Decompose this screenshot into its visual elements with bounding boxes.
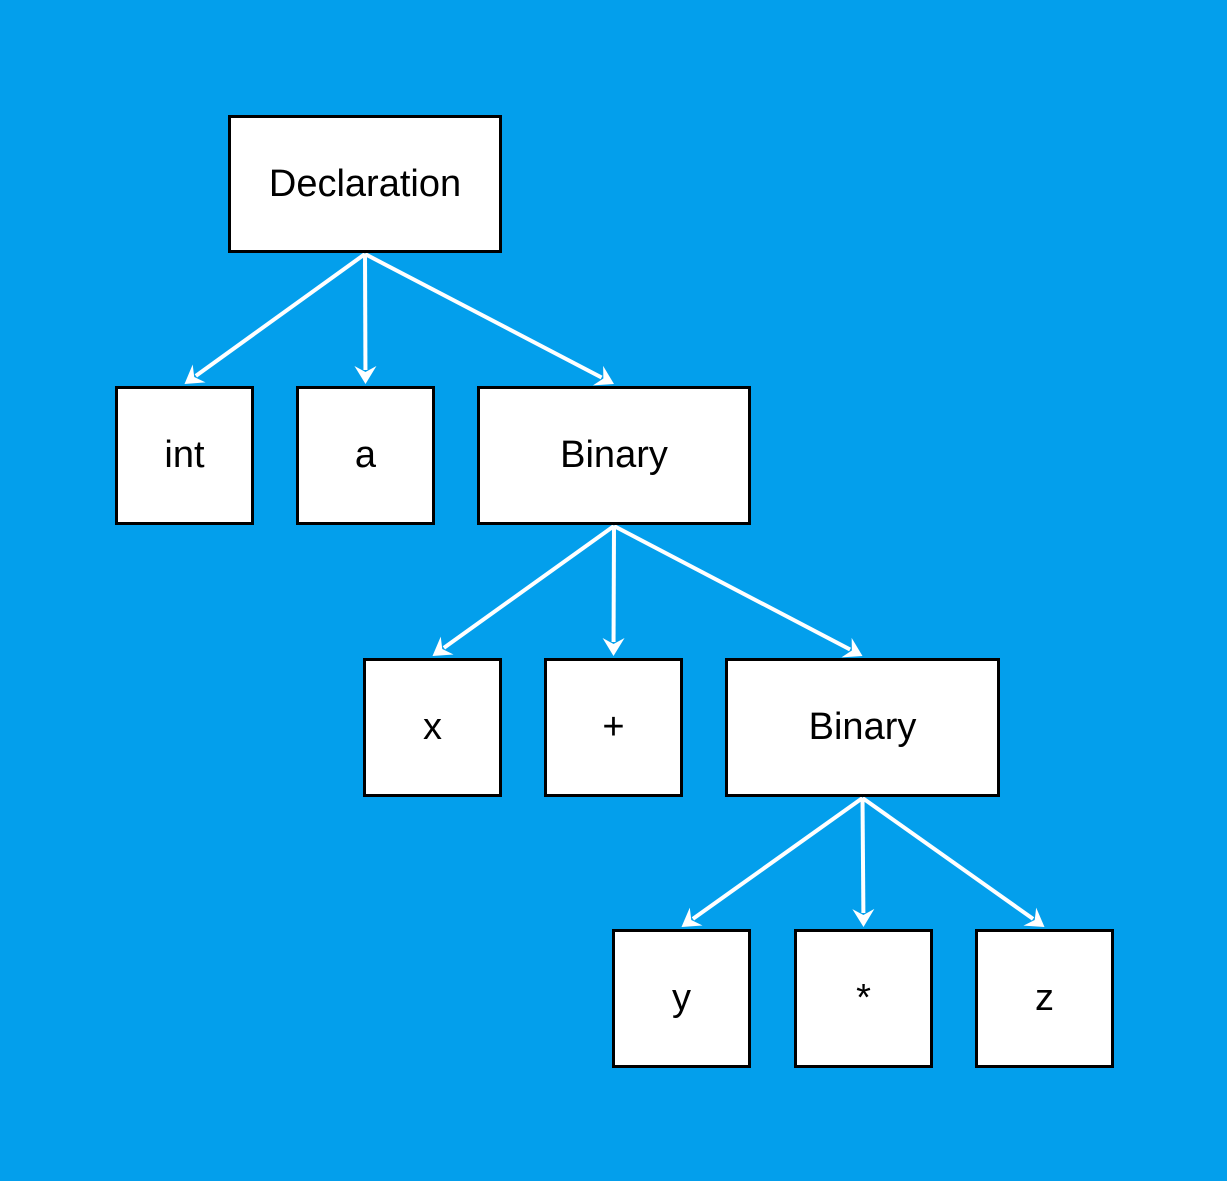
edge-line — [613, 524, 852, 652]
arrowhead-icon — [184, 364, 206, 384]
arrowhead-icon — [432, 636, 454, 656]
node-declaration: Declaration — [228, 115, 502, 253]
node-int: int — [115, 386, 254, 525]
edge-declaration-to-int — [184, 252, 367, 384]
edge-line — [860, 797, 866, 914]
arrowhead-icon — [852, 908, 875, 927]
node-binary-outer: Binary — [477, 386, 751, 525]
node-a: a — [296, 386, 435, 525]
edge-line — [364, 252, 603, 380]
arrowhead-icon — [354, 365, 377, 384]
edge-declaration-to-binary1 — [364, 252, 614, 386]
node-plus: + — [544, 658, 683, 797]
edge-binary2-to-y — [681, 796, 864, 927]
edge-line — [691, 796, 864, 921]
edge-line — [861, 796, 1035, 921]
node-y: y — [612, 929, 751, 1068]
arrowhead-icon — [681, 907, 703, 927]
edge-binary2-to-z — [861, 796, 1045, 927]
edge-binary2-to-star — [852, 797, 875, 927]
edge-line — [442, 524, 616, 650]
node-binary-inner: Binary — [725, 658, 1000, 797]
arrowhead-icon — [602, 637, 625, 656]
edge-declaration-to-a — [354, 253, 377, 384]
node-z: z — [975, 929, 1114, 1068]
edge-binary1-to-x — [432, 524, 616, 656]
arrowhead-icon — [1023, 907, 1045, 927]
node-star: * — [794, 929, 933, 1068]
edge-binary1-to-binary2 — [613, 524, 863, 658]
node-x: x — [363, 658, 502, 797]
edge-line — [194, 252, 367, 378]
edge-binary1-to-plus — [602, 525, 625, 656]
arrowhead-icon — [841, 637, 863, 658]
arrowhead-icon — [592, 365, 614, 386]
